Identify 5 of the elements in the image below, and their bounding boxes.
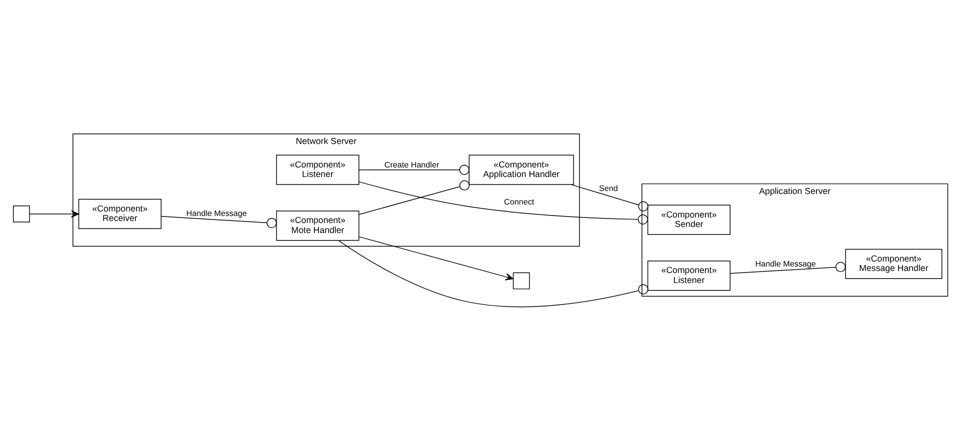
edge-label: Handle Message [186,208,247,218]
edge-label: Connect [504,196,534,206]
edge-label: Handle Message [755,259,816,268]
edge-label: Create Handler [384,160,440,169]
edge-label: Send [599,184,618,193]
